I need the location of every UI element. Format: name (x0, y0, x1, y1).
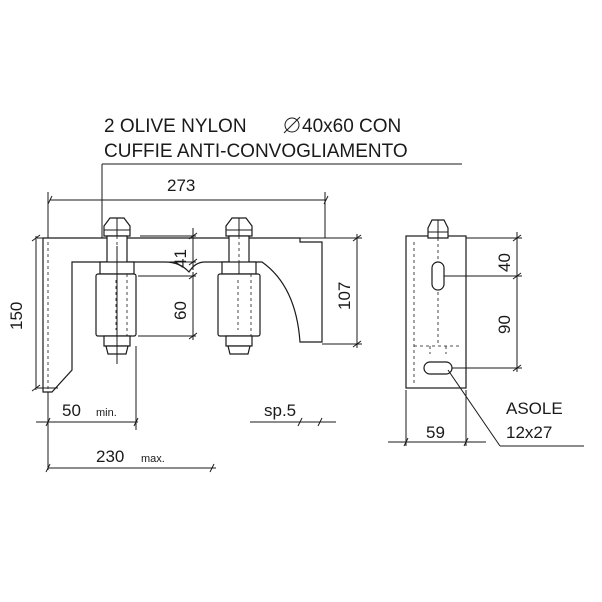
callout-line1-suffix: 40x60 CON (302, 116, 401, 137)
dimension-273-label: 273 (167, 176, 195, 195)
dimension-side-90: 90 (452, 274, 522, 372)
dimension-107: 107 (296, 234, 362, 348)
dimension-50-label: 50 (62, 401, 81, 420)
front-view: 273 (7, 176, 362, 473)
dimension-60: 60 (138, 272, 198, 340)
dimension-41-label: 41 (171, 249, 190, 268)
horizontal-slot (423, 361, 453, 375)
dimension-side-59: 59 (388, 390, 486, 447)
callout-line1: 2 OLIVE NYLON (104, 116, 247, 137)
dimension-side-40: 40 (444, 232, 522, 282)
dimension-150: 150 (7, 234, 58, 392)
dimension-side-90-label: 90 (495, 315, 514, 334)
dimension-min-label: min. (96, 407, 117, 419)
dimension-side-59-label: 59 (426, 423, 445, 442)
wheel-right (217, 217, 261, 355)
slot-leader (447, 369, 501, 447)
slots-label-line2: 12x27 (506, 423, 552, 442)
dimension-150-label: 150 (7, 302, 26, 330)
diameter-symbol-icon (283, 116, 301, 134)
dimension-thickness: sp.5 (250, 401, 336, 427)
dimension-230-label: 230 (96, 447, 124, 466)
slots-label: ASOLE 12x27 (506, 399, 563, 442)
dimension-50-min: 50 min. (36, 346, 139, 430)
dimension-max-label: max. (141, 453, 165, 465)
dimension-side-40-label: 40 (495, 253, 514, 272)
dimension-107-label: 107 (335, 282, 354, 310)
vertical-slot (431, 261, 445, 291)
dimension-230-max: 230 max. (45, 447, 216, 473)
callout-line2: CUFFIE ANTI-CONVOGLIAMENTO (104, 141, 408, 162)
dimension-60-label: 60 (171, 301, 190, 320)
wheel-left (95, 217, 137, 364)
dimension-41: 41 (140, 228, 198, 270)
slots-label-line1: ASOLE (506, 399, 563, 418)
side-view: 40 90 59 (388, 219, 584, 447)
dimension-273: 273 (47, 176, 329, 205)
side-bracket (405, 235, 467, 389)
dimension-thickness-label: sp.5 (264, 401, 296, 420)
callout: 2 OLIVE NYLON 40x60 CON CUFFIE ANTI-CONV… (101, 116, 462, 248)
